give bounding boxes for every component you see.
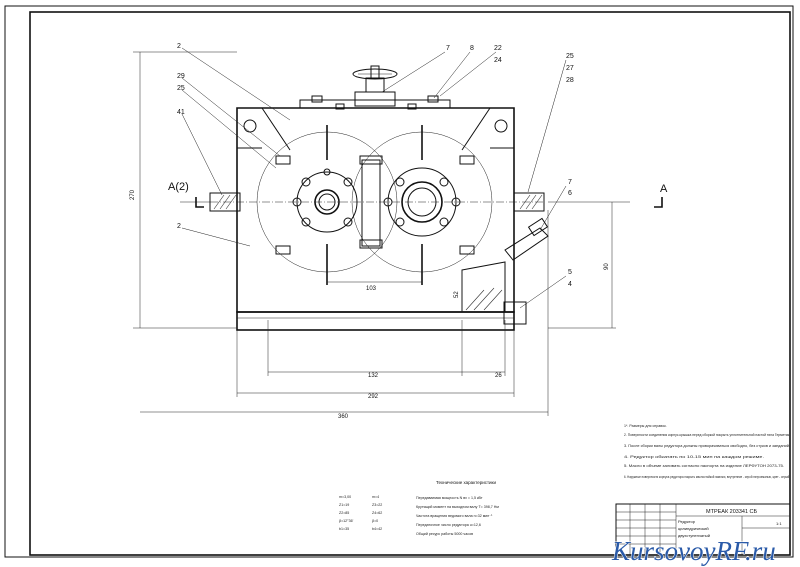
callout-2: 2 — [177, 43, 181, 50]
callout-1: 2 — [177, 223, 181, 230]
title-block — [615, 503, 791, 556]
tech-characteristics: Передаваемая мощность N вх = 1,5 кВт Кру… — [416, 496, 499, 536]
callout-41: 41 — [177, 109, 185, 116]
gear-param: Z3=22 — [372, 503, 382, 507]
tech-line: Частота вращения ведомого вала n=32 мин⁻… — [416, 514, 493, 518]
callout-8: 8 — [470, 45, 474, 52]
tech-line: Передаточное число редуктора u=12,6 — [416, 523, 481, 527]
plug-knob — [352, 68, 398, 80]
gear-param: Z1=19 — [339, 503, 349, 507]
leader-lines — [181, 47, 567, 309]
callout-22: 22 — [494, 45, 502, 52]
dim-d3: 26 — [495, 373, 502, 379]
title-name-1: Редуктор — [678, 519, 696, 524]
dim-overall-height: 270 — [130, 189, 136, 200]
note-line: 5. Масло в объеме заливать согласно пасп… — [624, 464, 784, 468]
note-line: 3. После сборки валы редуктора должны пр… — [624, 444, 790, 448]
gear-param: Z4=62 — [372, 511, 382, 515]
callout-28: 28 — [566, 77, 574, 84]
title-name-2: цилиндрический — [678, 526, 709, 531]
dim-h-right: 90 — [604, 263, 610, 270]
gear-param: β=0 — [372, 519, 378, 523]
dimension-lines — [133, 51, 616, 416]
gear-param: b4=42 — [372, 527, 382, 531]
dim-d1: 132 — [368, 373, 379, 379]
gear-params-left: m=3,00 Z1=19 Z2=85 β=12°36' b1=35 — [339, 495, 354, 531]
callout-25-right: 25 — [566, 53, 574, 60]
note-line: 1*. Размеры для справок. — [624, 424, 667, 428]
section-label-left: A(2) — [168, 181, 189, 193]
callout-4: 4 — [568, 281, 572, 288]
callout-6: 6 — [568, 190, 572, 197]
callout-7-right: 7 — [568, 179, 572, 186]
tech-line: Передаваемая мощность N вх = 1,5 кВт — [416, 496, 483, 500]
gearbox-view — [180, 65, 630, 331]
housing — [236, 107, 515, 313]
dim-d4: 360 — [338, 414, 349, 420]
gear-params-right: m=4 Z3=22 Z4=62 β=0 b4=42 — [372, 495, 382, 531]
tech-line: Общий ресурс работы 5000 часов — [416, 532, 473, 536]
callout-24: 24 — [494, 57, 502, 64]
note-line: 6. Наружные поверхности корпуса редуктор… — [624, 475, 790, 479]
outer-frame — [4, 5, 794, 558]
drain-plug — [503, 301, 527, 325]
gear-param: m=4 — [372, 495, 379, 499]
tech-title: Технические характеристики — [436, 480, 497, 485]
dim-h-small: 52 — [454, 291, 460, 298]
inner-frame — [29, 11, 791, 556]
center-bolt — [361, 159, 381, 247]
gear-param: m=3,00 — [339, 495, 351, 499]
callout-7-top: 7 — [446, 45, 450, 52]
callout-5: 5 — [568, 269, 572, 276]
note-line: 4. Редуктор обкатать по 10-15 мин на каж… — [624, 455, 764, 459]
title-scale: 1:1 — [776, 521, 782, 526]
bearing-cap-right — [387, 167, 457, 237]
gear-param: Z2=85 — [339, 511, 349, 515]
callout-29: 29 — [177, 73, 185, 80]
note-line: 2. Поверхности соединения корпус-крышка … — [624, 433, 790, 437]
callout-27: 27 — [566, 65, 574, 72]
gear-param: β=12°36' — [339, 519, 354, 523]
section-label-right: A — [660, 183, 668, 195]
gear-param: b1=35 — [339, 527, 349, 531]
doc-code: МТРЕАК 203341 СБ — [706, 509, 758, 515]
callout-25: 25 — [177, 85, 185, 92]
watermark: KursovoyRF.ru — [611, 536, 776, 566]
title-name-3: двухступенчатый — [678, 533, 710, 538]
tech-line: Крутящий момент на выходном валу T= 398,… — [416, 505, 499, 509]
dim-center-distance: 103 — [366, 286, 377, 292]
dim-d2: 292 — [368, 394, 379, 400]
section-markers — [195, 197, 663, 208]
technical-notes: 1*. Размеры для справок. 2. Поверхности … — [624, 424, 790, 479]
